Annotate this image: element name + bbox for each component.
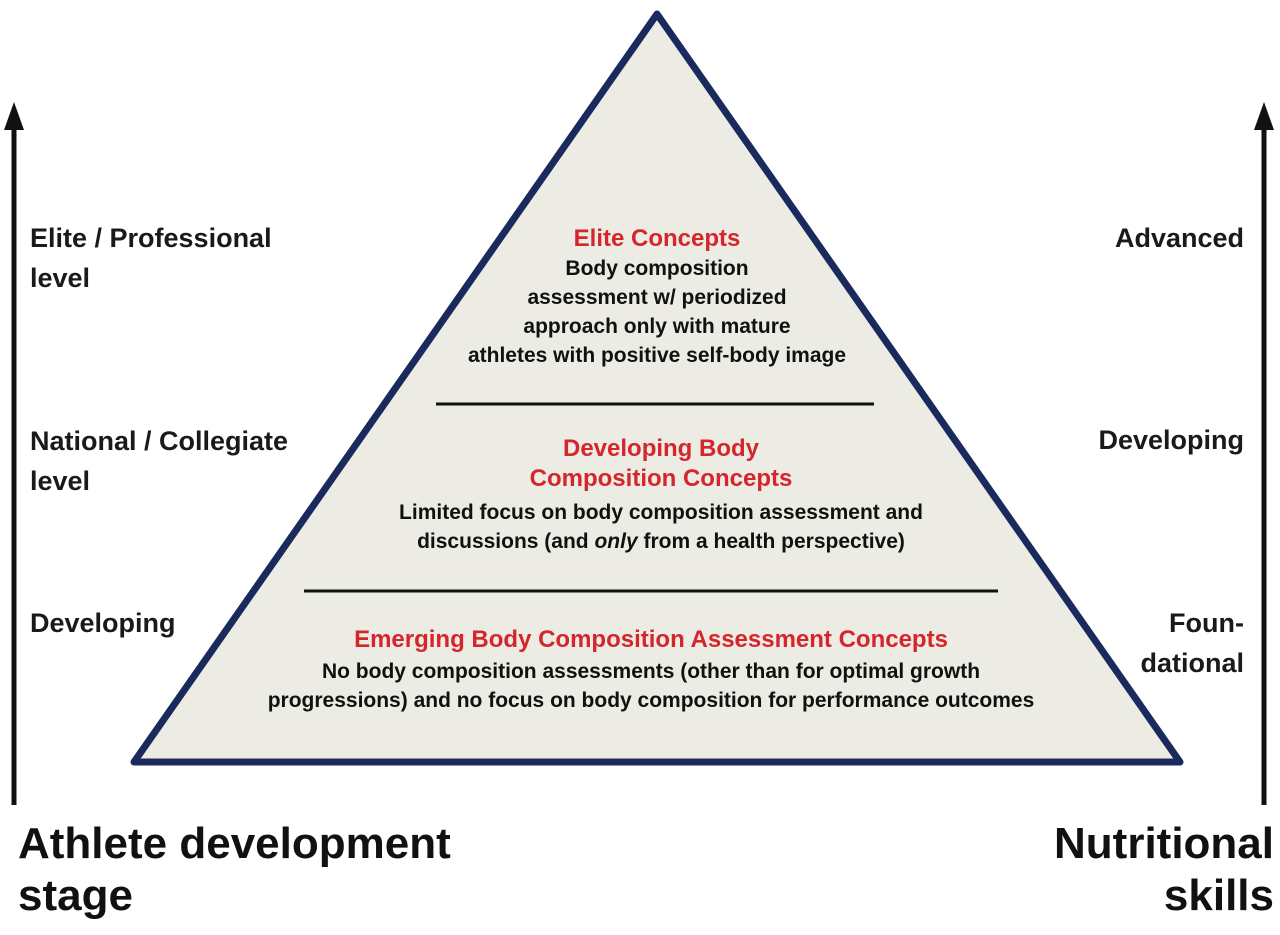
- left-level-elite: Elite / Professional level: [30, 223, 272, 293]
- tier-developing-title: Developing Body Composition Concepts: [529, 435, 793, 492]
- left-level-developing: Developing: [30, 608, 176, 638]
- right-level-developing: Developing: [1098, 425, 1244, 455]
- right-level-advanced: Advanced: [1114, 223, 1244, 253]
- right-level-foundational: Foun- dational: [1140, 608, 1244, 678]
- tier-emerging-desc: No body composition assessments (other t…: [267, 660, 1035, 712]
- tier-developing-desc: Limited focus on body composition assess…: [399, 501, 923, 553]
- left-level-national: National / Collegiate level: [30, 426, 289, 496]
- tier-elite: Elite Concepts Body composition assessme…: [407, 224, 907, 370]
- tier-elite-desc: Body composition assessment w/ periodize…: [467, 257, 847, 367]
- right-arrow-head: [1254, 102, 1274, 130]
- tier-developing: Developing Body Composition Concepts Lim…: [311, 434, 1011, 556]
- tier-elite-title: Elite Concepts: [573, 225, 741, 252]
- pyramid-triangle: [130, 10, 1184, 766]
- tier-emerging: Emerging Body Composition Assessment Con…: [171, 625, 1131, 715]
- left-arrow-head: [4, 102, 24, 130]
- left-axis-title: Athlete development stage: [18, 819, 451, 920]
- emphasis-only: only: [594, 530, 638, 553]
- tier-emerging-title: Emerging Body Composition Assessment Con…: [354, 626, 948, 653]
- right-axis-title: Nutritional skills: [1054, 819, 1274, 920]
